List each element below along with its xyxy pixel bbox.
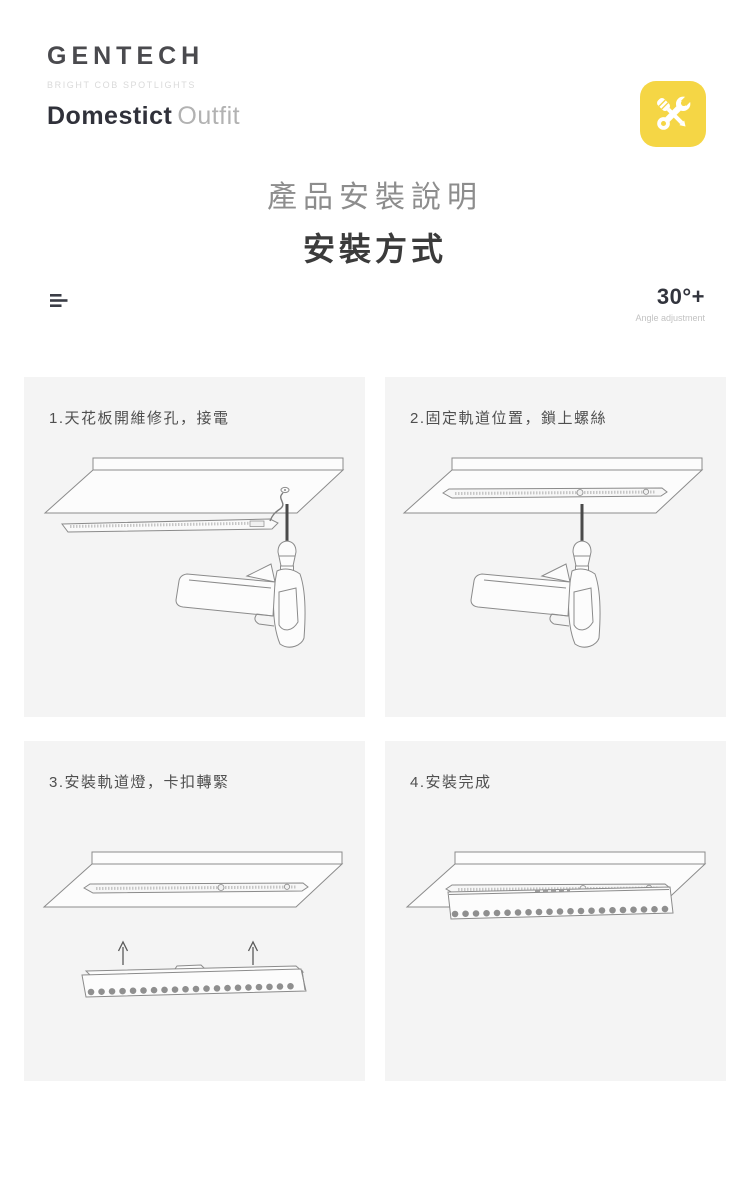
angle-label: Angle adjustment <box>635 313 705 323</box>
wrench-screwdriver-icon <box>657 95 692 130</box>
step-label: 2.固定軌道位置，鎖上螺絲 <box>410 410 608 427</box>
page-title: 產品安裝說明 <box>267 181 483 214</box>
angle-value: 30°+ <box>656 284 705 309</box>
list-icon <box>50 293 70 314</box>
step3-illustration-lightbar-clip <box>43 851 343 998</box>
step-label: 1.天花板開維修孔，接電 <box>49 410 230 427</box>
step-panel-3: 3.安裝軌道燈，卡扣轉緊 <box>24 741 365 1081</box>
tools-badge <box>640 81 706 147</box>
step-panel-4: 4.安裝完成 <box>385 741 726 1081</box>
step1-illustration-ceiling-drill <box>44 457 344 649</box>
step-panel-2: 2.固定軌道位置，鎖上螺絲 <box>385 377 726 717</box>
brand-tagline: BRIGHT COB SPOTLIGHTS <box>47 80 196 90</box>
step4-illustration-complete <box>406 851 706 920</box>
step-panel-1: 1.天花板開維修孔，接電 <box>24 377 365 717</box>
angle-adjustment-block: 30°+ Angle adjustment <box>635 284 705 323</box>
page-subtitle: 安裝方式 <box>302 231 447 267</box>
brand-logo: GENTECH <box>47 42 205 70</box>
step-label: 4.安裝完成 <box>410 774 492 791</box>
step2-illustration-track-screwing <box>403 457 703 649</box>
product-name-light: Outfit <box>177 102 241 130</box>
product-name-bold: Domestict <box>47 102 173 130</box>
step-label: 3.安裝軌道燈，卡扣轉緊 <box>49 774 230 791</box>
steps-grid: 1.天花板開維修孔，接電 2.固定軌道位置，鎖上螺絲 <box>24 377 726 1081</box>
